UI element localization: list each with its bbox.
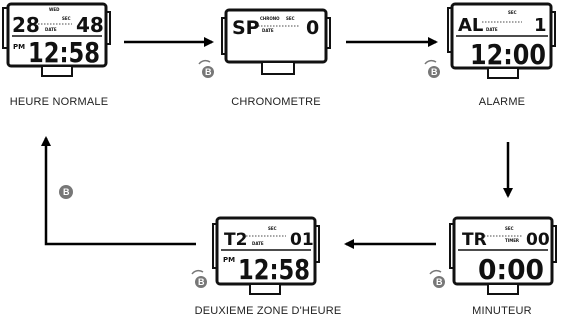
watch-timer: TR SEC TIMER 00 0:00 [449, 216, 557, 295]
arrow-dual-to-normal [41, 136, 196, 246]
b-button-icon-alarm: B [424, 59, 440, 78]
normal-top-right: 48 [76, 13, 104, 37]
normal-tag-sec: SEC [62, 16, 71, 21]
normal-main-time: 12:58 [28, 36, 100, 69]
timer-tag-sec: SEC [505, 226, 514, 231]
timer-tag-timer: TIMER [505, 238, 519, 243]
b-button-icon-chrono: B [198, 59, 214, 78]
dual-pm: PM [223, 256, 235, 264]
normal-top-left: 28 [12, 13, 40, 37]
dual-main-time: 12:58 [238, 253, 310, 286]
chrono-top-left: SP [232, 17, 260, 39]
b-button-icon-timer: B [429, 269, 445, 288]
normal-tag-date: DATE [45, 27, 57, 32]
label-timer: MINUTEUR [472, 305, 532, 317]
label-chrono: CHRONOMETRE [231, 96, 321, 108]
chrono-top-right: 0 [306, 17, 319, 39]
chrono-tag-sec: SEC [286, 16, 295, 21]
normal-pm: PM [13, 43, 25, 51]
chrono-tag-chrono: CHRONO [260, 16, 280, 21]
normal-day: WED [49, 7, 60, 12]
watch-alarm: AL SEC DATE 1 12:00 [447, 2, 556, 79]
svg-text:B: B [205, 67, 212, 77]
chrono-tag-date: DATE [262, 28, 274, 33]
watch-normal: 28 WED SEC DATE 48 PM 12:58 [2, 2, 111, 77]
watch-dual-time: T2 SEC DATE 01 PM 12:58 [212, 216, 320, 295]
alarm-main-time: 12:00 [470, 38, 546, 71]
alarm-tag-sec: SEC [508, 10, 517, 15]
b-button-icon-dual: B [191, 269, 207, 288]
dual-tag-date: DATE [252, 241, 264, 246]
alarm-tag-date: DATE [486, 27, 498, 32]
svg-text:B: B [436, 277, 443, 287]
alarm-top-right: 1 [534, 15, 547, 36]
b-button-icon-return: B [59, 185, 73, 199]
watch-chrono: SP CHRONO SEC DATE 0 [221, 8, 331, 75]
label-dual: DEUXIEME ZONE D'HEURE [194, 305, 342, 317]
svg-text:B: B [63, 187, 70, 197]
svg-text:B: B [198, 277, 205, 287]
label-normal: HEURE NORMALE [9, 96, 109, 108]
label-alarm: ALARME [478, 96, 526, 108]
alarm-top-left: AL [458, 15, 483, 36]
timer-top-left: TR [462, 230, 487, 250]
timer-top-right: 00 [526, 230, 550, 250]
dual-top-left: T2 [224, 230, 247, 250]
dual-tag-sec: SEC [268, 226, 277, 231]
timer-main-time: 0:00 [478, 253, 544, 286]
svg-text:B: B [431, 67, 438, 77]
dual-top-right: 01 [290, 230, 314, 250]
